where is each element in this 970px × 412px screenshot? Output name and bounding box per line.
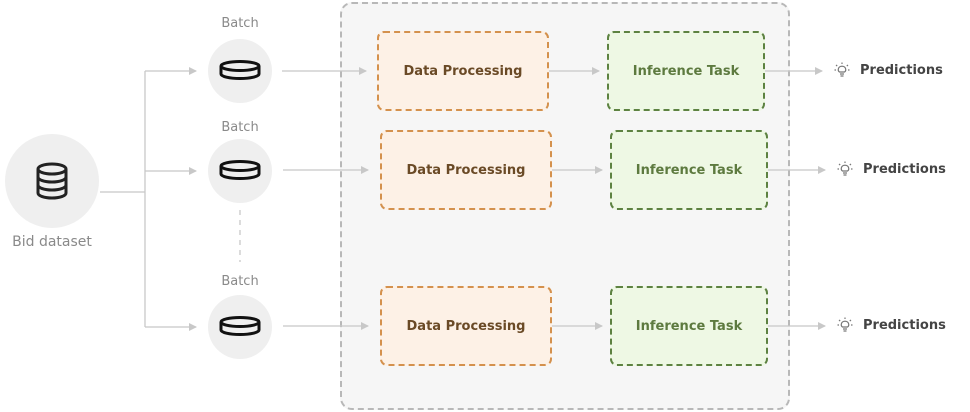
predictions-label-1: Predictions <box>860 62 943 78</box>
batch-node-3 <box>208 295 272 359</box>
data-processing-box-1: Data Processing <box>377 31 549 111</box>
predictions-label-3: Predictions <box>863 317 946 333</box>
batch-disk-icon <box>219 160 261 180</box>
dataset-label: Bid dataset <box>12 234 92 250</box>
predictions-output-1: Predictions <box>834 62 943 78</box>
lightbulb-icon <box>834 62 850 77</box>
lightbulb-icon <box>837 317 853 332</box>
dataset-node <box>5 134 99 228</box>
batch-node-2 <box>208 139 272 203</box>
database-icon <box>36 162 68 200</box>
predictions-output-3: Predictions <box>837 317 946 333</box>
predictions-output-2: Predictions <box>837 161 946 177</box>
batch-label-2: Batch <box>221 120 259 135</box>
batch-disk-icon <box>219 60 261 80</box>
data-processing-box-3: Data Processing <box>380 286 552 366</box>
batch-node-1 <box>208 39 272 103</box>
data-processing-box-2: Data Processing <box>380 130 552 210</box>
batch-disk-icon <box>219 316 261 336</box>
lightbulb-icon <box>837 161 853 176</box>
batch-label-3: Batch <box>221 274 259 289</box>
inference-task-box-1: Inference Task <box>607 31 765 111</box>
inference-task-box-3: Inference Task <box>610 286 768 366</box>
batch-label-1: Batch <box>221 16 259 31</box>
inference-task-box-2: Inference Task <box>610 130 768 210</box>
predictions-label-2: Predictions <box>863 161 946 177</box>
